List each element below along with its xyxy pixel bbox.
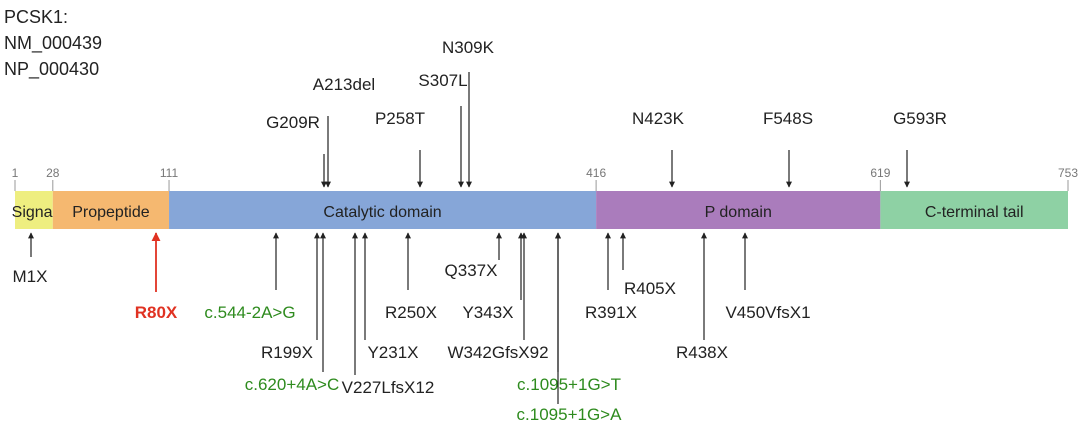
- variant-below-label-8: Q337X: [445, 261, 498, 280]
- transcript-id: NM_000439: [4, 33, 103, 53]
- domain-3: [596, 191, 881, 229]
- variant-below-label-6: Y231X: [367, 343, 418, 362]
- domain-1: [52, 191, 170, 229]
- protein-id: NP_000430: [4, 59, 100, 79]
- variant-below-label-7: R250X: [385, 303, 437, 322]
- domain-label-1: Propeptide: [72, 204, 149, 221]
- tick-label-0: 1: [12, 166, 19, 180]
- domain-label-4: C-terminal tail: [925, 204, 1024, 221]
- variant-above-label-2: P258T: [375, 109, 425, 128]
- domain-0: [15, 191, 53, 229]
- variant-below-label-15: R438X: [676, 343, 728, 362]
- variant-below-label-1: R80X: [135, 303, 178, 322]
- variant-below-label-16: V450VfsX1: [725, 303, 810, 322]
- variant-above-label-6: F548S: [763, 109, 813, 128]
- tick-label-2: 111: [160, 166, 179, 180]
- variant-below-label-9: Y343X: [462, 303, 513, 322]
- gene-info: PCSK1: NM_000439 NP_000430: [4, 4, 102, 82]
- variant-below-label-0: M1X: [13, 267, 48, 286]
- tick-label-4: 619: [870, 166, 890, 180]
- variant-above-label-4: N309K: [442, 38, 495, 57]
- variant-above-label-5: N423K: [632, 109, 685, 128]
- variant-below-label-13: R391X: [585, 303, 637, 322]
- tick-label-1: 28: [46, 166, 60, 180]
- variant-above-label-7: G593R: [893, 109, 947, 128]
- gene-name: PCSK1:: [4, 7, 69, 27]
- domain-label-0: Signal: [12, 204, 56, 221]
- variant-below-label-3: R199X: [261, 343, 313, 362]
- variant-below-label-12: c.1095+1G>A: [517, 405, 623, 424]
- variant-below-label-10: W342GfsX92: [447, 343, 548, 362]
- tick-label-5: 753: [1058, 166, 1078, 180]
- variant-above-label-0: G209R: [266, 113, 320, 132]
- variant-above-label-1: A213del: [313, 75, 375, 94]
- tick-label-3: 416: [586, 166, 606, 180]
- variant-below-label-4: c.620+4A>C: [245, 375, 340, 394]
- domain-4: [880, 191, 1068, 229]
- variant-below-label-14: R405X: [624, 279, 676, 298]
- variant-above-label-3: S307L: [418, 71, 467, 90]
- variant-below-label-2: c.544-2A>G: [204, 303, 295, 322]
- domain-label-2: Catalytic domain: [323, 204, 441, 221]
- domain-2: [169, 191, 597, 229]
- variant-below-label-11: c.1095+1G>T: [517, 375, 621, 394]
- variant-below-label-5: V227LfsX12: [342, 378, 435, 397]
- domain-label-3: P domain: [705, 204, 772, 221]
